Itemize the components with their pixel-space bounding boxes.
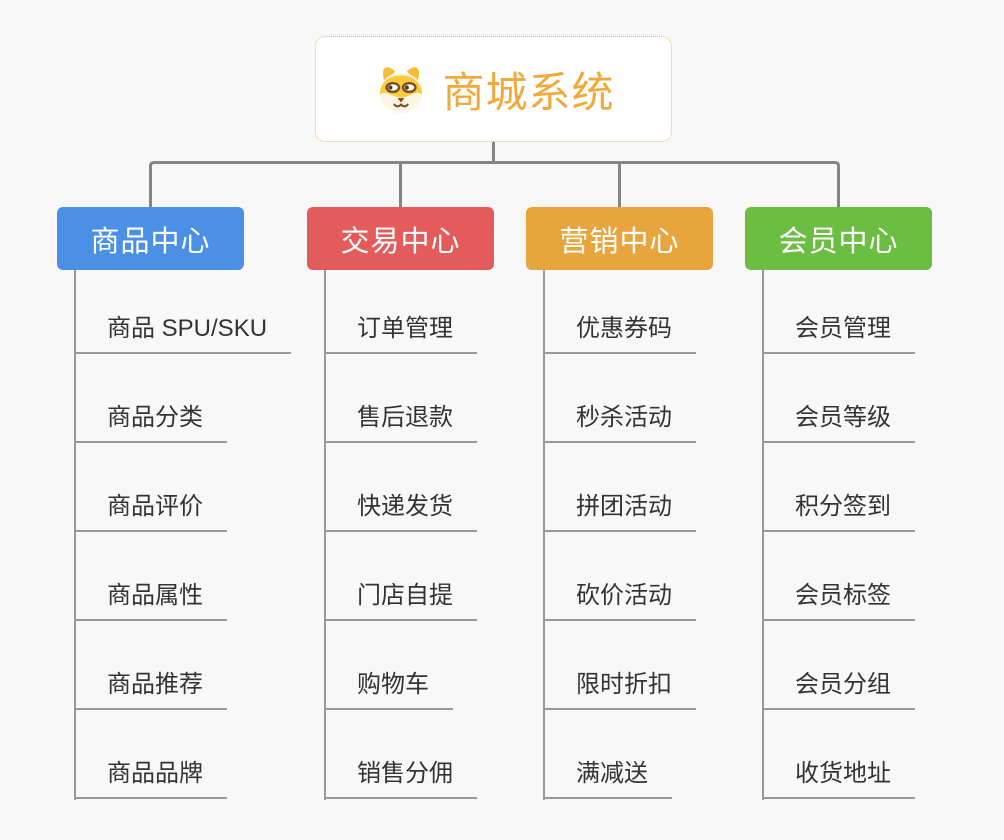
branch-items: 商品 SPU/SKU 商品分类 商品评价 商品属性 商品推荐 商品品牌 <box>74 265 292 799</box>
mindmap-node[interactable]: 快递发货 <box>324 493 477 532</box>
branch-trade-center: 交易中心 订单管理 售后退款 快递发货 门店自提 购物车 销售分佣 <box>307 207 569 800</box>
mindmap-node[interactable]: 收货地址 <box>762 760 915 799</box>
branch-bracket-line <box>149 161 840 207</box>
branch-items: 会员管理 会员等级 积分签到 会员标签 会员分组 收货地址 <box>762 265 915 799</box>
branch-spine-line <box>74 270 76 800</box>
mindmap-node[interactable]: 商品评价 <box>74 493 227 532</box>
mindmap-node[interactable]: 会员等级 <box>762 404 915 443</box>
branch-items: 优惠券码 秒杀活动 拼团活动 砍价活动 限时折扣 满减送 <box>543 265 696 799</box>
root-node[interactable]: 商城系统 <box>315 36 672 142</box>
branch-header-product[interactable]: 商品中心 <box>57 207 244 270</box>
mindmap-node[interactable]: 售后退款 <box>324 404 477 443</box>
mindmap-node[interactable]: 商品 SPU/SKU <box>74 315 292 354</box>
branch-product-center: 商品中心 商品 SPU/SKU 商品分类 商品评价 商品属性 商品推荐 商品品牌 <box>57 207 319 800</box>
branch-spine-line <box>543 270 545 800</box>
root-title: 商城系统 <box>442 68 615 116</box>
branch-marketing-center: 营销中心 优惠券码 秒杀活动 拼团活动 砍价活动 限时折扣 满减送 <box>526 207 788 800</box>
mindmap-node[interactable]: 满减送 <box>543 760 672 799</box>
branch-header-marketing[interactable]: 营销中心 <box>526 207 713 270</box>
mindmap-node[interactable]: 会员管理 <box>762 315 915 354</box>
branch-spine-line <box>324 270 326 800</box>
mindmap-node[interactable]: 会员分组 <box>762 671 915 710</box>
mindmap-node[interactable]: 商品属性 <box>74 582 227 621</box>
mindmap-node[interactable]: 秒杀活动 <box>543 404 696 443</box>
mindmap-node[interactable]: 门店自提 <box>324 582 477 621</box>
mindmap-node[interactable]: 会员标签 <box>762 582 915 621</box>
mindmap-node[interactable]: 商品推荐 <box>74 671 227 710</box>
branch-spine-line <box>762 270 764 800</box>
mindmap-node[interactable]: 商品品牌 <box>74 760 227 799</box>
dog-face-icon <box>380 67 423 114</box>
mindmap-node[interactable]: 购物车 <box>324 671 453 710</box>
branch-header-member[interactable]: 会员中心 <box>745 207 932 270</box>
mindmap-node[interactable]: 积分签到 <box>762 493 915 532</box>
mindmap-node[interactable]: 拼团活动 <box>543 493 696 532</box>
mindmap-node[interactable]: 订单管理 <box>324 315 477 354</box>
mindmap-node[interactable]: 砍价活动 <box>543 582 696 621</box>
branch-header-trade[interactable]: 交易中心 <box>307 207 494 270</box>
branch-member-center: 会员中心 会员管理 会员等级 积分签到 会员标签 会员分组 收货地址 <box>745 207 1004 800</box>
mindmap-node[interactable]: 优惠券码 <box>543 315 696 354</box>
mindmap-node[interactable]: 商品分类 <box>74 404 227 443</box>
branch-items: 订单管理 售后退款 快递发货 门店自提 购物车 销售分佣 <box>324 265 477 799</box>
mindmap-node[interactable]: 销售分佣 <box>324 760 477 799</box>
mindmap-node[interactable]: 限时折扣 <box>543 671 696 710</box>
